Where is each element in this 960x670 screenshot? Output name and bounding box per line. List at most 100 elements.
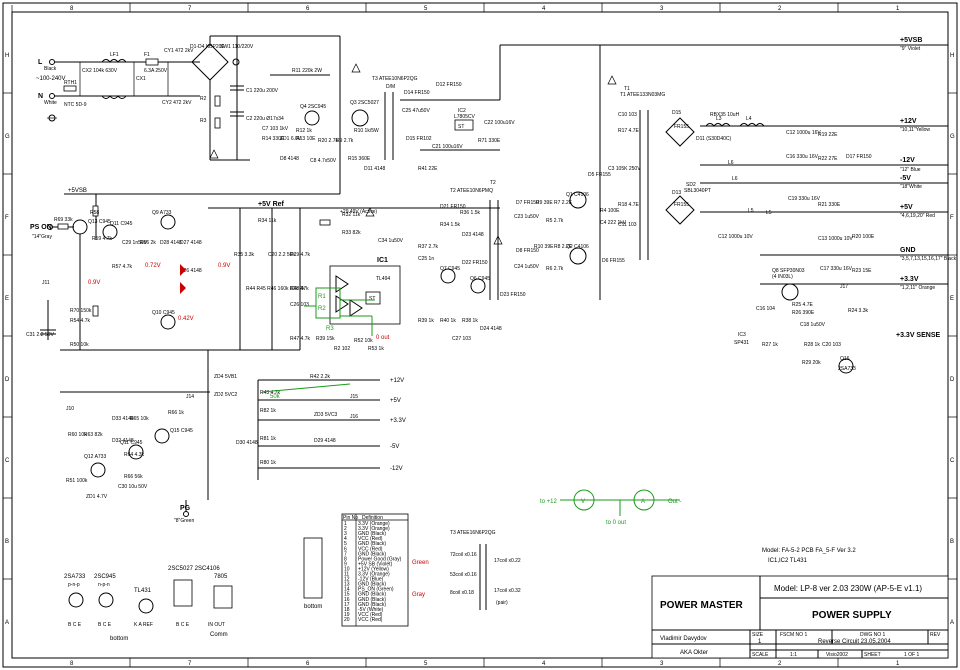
col-label: 8 xyxy=(70,6,74,12)
svg-text:T1: T1 xyxy=(624,86,630,92)
svg-text:C23 1u50V: C23 1u50V xyxy=(514,214,540,220)
pin-definition: +5V SB (Violet) xyxy=(358,561,393,567)
svg-text:"18"White: "18"White xyxy=(900,184,922,190)
secondary-section: T1 ATEE133N03MG T1 C10 103 R17 4.7E R18 … xyxy=(618,86,948,374)
svg-text:R57 4.7k: R57 4.7k xyxy=(112,264,133,270)
svg-text:Q3 2SC5027: Q3 2SC5027 xyxy=(350,100,379,106)
svg-text:0.9V: 0.9V xyxy=(88,280,100,286)
svg-text:J15: J15 xyxy=(350,394,358,400)
svg-text:ST: ST xyxy=(369,296,375,302)
svg-text:A: A xyxy=(641,499,645,505)
row-label: D xyxy=(950,377,955,383)
pin-definition: VCC (Red) xyxy=(358,536,383,542)
q13-transistor xyxy=(72,219,88,235)
svg-text:R80 1k: R80 1k xyxy=(260,460,276,466)
svg-text:Vladimir Davydov: Vladimir Davydov xyxy=(660,636,707,642)
svg-text:L5: L5 xyxy=(748,208,754,214)
svg-text:Green: Green xyxy=(412,560,429,566)
svg-text:C16 330u 16V: C16 330u 16V xyxy=(786,154,819,160)
svg-text:SCALE: SCALE xyxy=(752,652,769,658)
svg-text:J10: J10 xyxy=(66,406,74,412)
svg-text:R10 39E: R10 39E xyxy=(534,244,554,250)
svg-text:R32 11k: R32 11k xyxy=(342,212,361,218)
svg-text:R3: R3 xyxy=(200,118,207,124)
svg-text:R2 102: R2 102 xyxy=(334,346,350,352)
row-label: B xyxy=(950,539,954,545)
col-label: 1 xyxy=(896,6,900,12)
svg-text:R41 22E: R41 22E xyxy=(418,166,438,172)
svg-text:IC2: IC2 xyxy=(458,108,466,114)
pin-number: 11 xyxy=(344,572,349,578)
svg-text:R39 1k: R39 1k xyxy=(418,318,434,324)
svg-text:50k: 50k xyxy=(270,394,281,400)
svg-text:Comm: Comm xyxy=(210,632,228,638)
pin-number: 7 xyxy=(344,551,347,557)
meter-annotation: V A to +12 to 0 out Out - xyxy=(540,489,681,526)
ic1-tl494 xyxy=(329,265,401,325)
svg-text:R70 150k: R70 150k xyxy=(70,308,92,314)
svg-text:L3: L3 xyxy=(716,116,722,122)
pin-definition: GND (Black) xyxy=(358,551,386,557)
pin-definition: GND (Black) xyxy=(358,531,386,537)
svg-text:C13 1000u 10V: C13 1000u 10V xyxy=(818,236,853,242)
svg-text:R21 330E: R21 330E xyxy=(818,202,841,208)
svg-text:+29.49V (Active): +29.49V (Active) xyxy=(340,209,377,215)
svg-text:Visio2002: Visio2002 xyxy=(826,652,848,658)
svg-text:+5VSB: +5VSB xyxy=(68,188,87,194)
svg-text:"3,5,7,13,15,16,17" Black: "3,5,7,13,15,16,17" Black xyxy=(900,256,957,262)
rail-label-5v: +5V xyxy=(900,204,913,211)
green-overlay-ic1: R1 R2 R3 0 out xyxy=(304,287,390,341)
svg-text:T2: T2 xyxy=(490,180,496,186)
rail-12v: +12V xyxy=(390,378,404,384)
svg-text:D13: D13 xyxy=(672,190,681,196)
pin-number: 9 xyxy=(344,561,347,567)
svg-text:L6: L6 xyxy=(728,160,734,166)
svg-text:Q2 C4106: Q2 C4106 xyxy=(566,244,589,250)
pg-terminal xyxy=(183,511,189,517)
svg-text:ZD3 5VC3: ZD3 5VC3 xyxy=(314,412,338,418)
svg-text:R54 4.7k: R54 4.7k xyxy=(70,318,91,324)
svg-text:Q9 A733: Q9 A733 xyxy=(152,210,172,216)
svg-text:F1: F1 xyxy=(144,52,150,58)
svg-text:Black: Black xyxy=(44,66,57,72)
svg-text:D24 4148: D24 4148 xyxy=(480,326,502,332)
rail-minus5v: -5V xyxy=(390,444,399,450)
svg-text:Q11 C945: Q11 C945 xyxy=(120,440,143,446)
svg-text:L6: L6 xyxy=(732,176,738,182)
pin-definition: GND (Black) xyxy=(358,541,386,547)
svg-text:2SA733: 2SA733 xyxy=(64,574,86,580)
svg-text:D14 FR150: D14 FR150 xyxy=(404,90,430,96)
svg-text:T1 ATEE133N03MG: T1 ATEE133N03MG xyxy=(620,92,665,98)
svg-text:R26 390E: R26 390E xyxy=(792,310,815,316)
row-label: E xyxy=(5,296,9,302)
col-label: 3 xyxy=(660,661,664,667)
warning-icon xyxy=(209,149,219,159)
svg-text:R12 1k: R12 1k xyxy=(296,128,312,134)
svg-text:CY1 472 2kV: CY1 472 2kV xyxy=(164,48,194,54)
svg-text:R56 2k: R56 2k xyxy=(140,240,156,246)
svg-text:R39 15k: R39 15k xyxy=(316,336,335,342)
pin-definition: GND (Black) xyxy=(358,592,386,598)
warning-icon xyxy=(493,235,503,245)
svg-text:"12" Blue: "12" Blue xyxy=(900,167,921,173)
svg-text:R11 220k 2W: R11 220k 2W xyxy=(292,68,322,74)
svg-text:R69 33k: R69 33k xyxy=(54,217,73,223)
svg-text:0.9V: 0.9V xyxy=(218,263,230,269)
title-block: POWER MASTER Model: LP-8 ver 2.03 230W (… xyxy=(651,575,949,659)
svg-text:C31 2.2 50V: C31 2.2 50V xyxy=(26,332,54,338)
svg-text:R66 56k: R66 56k xyxy=(124,474,143,480)
row-label: C xyxy=(5,458,10,464)
col-label: 2 xyxy=(778,6,782,12)
col-label: 4 xyxy=(542,6,546,12)
col-label: 5 xyxy=(424,661,428,667)
svg-text:Model: FA-5-2 PCB FA_5-F Ver 3: Model: FA-5-2 PCB FA_5-F Ver 3.2 xyxy=(762,548,856,554)
svg-text:R9 39E: R9 39E xyxy=(536,200,553,206)
svg-text:R19 22E: R19 22E xyxy=(818,132,838,138)
switch-110-220 xyxy=(232,58,240,66)
svg-text:R18 4.7E: R18 4.7E xyxy=(618,202,640,208)
row-label: G xyxy=(5,134,10,140)
svg-text:D6 FR155: D6 FR155 xyxy=(602,258,625,264)
